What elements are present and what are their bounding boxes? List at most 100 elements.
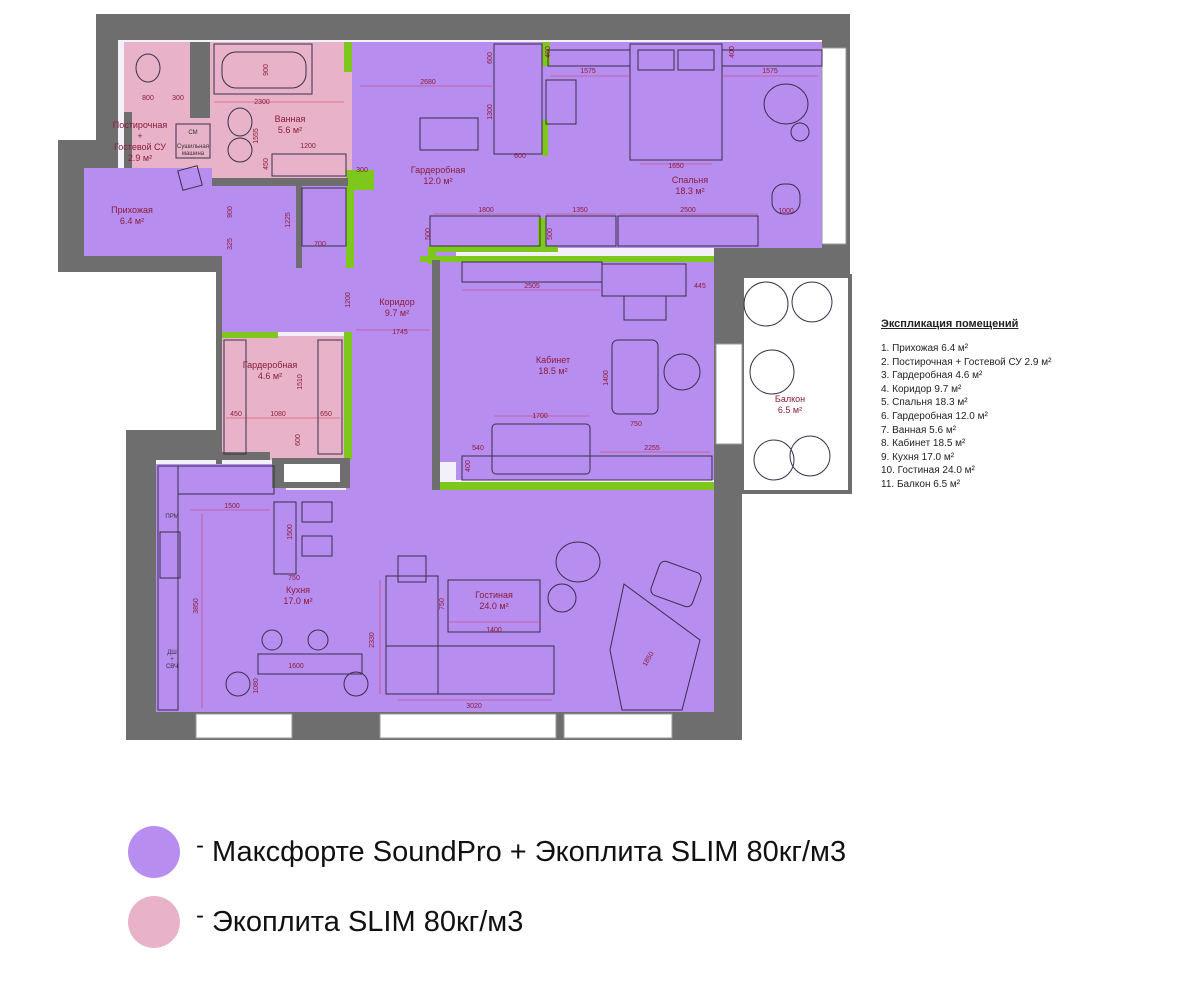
room-corridor-name: Коридор (379, 297, 415, 307)
dimension-lines (190, 75, 818, 708)
explication-item: 2. Постирочная + Гостевой СУ 2.9 м² (881, 356, 1052, 368)
dim-750: 750 (630, 421, 642, 428)
dim-2505: 2505 (524, 283, 540, 290)
room-wardrobe-small-name: Гардеробная (243, 360, 298, 370)
dim-600c: 600 (295, 434, 302, 446)
dim-700: 700 (314, 241, 326, 248)
dim-1225: 1225 (285, 212, 292, 228)
dim-450b: 450 (230, 411, 242, 418)
floor-plan: Прихожая 6.4 м² Постирочная + Гостевой С… (58, 14, 852, 740)
room-bedroom-name: Спальня (672, 175, 708, 185)
dim-750b: 750 (288, 575, 300, 582)
room-guest-wc-area: 2.9 м² (128, 153, 152, 163)
dim-600b: 600 (514, 153, 526, 160)
dim-1745: 1745 (392, 329, 408, 336)
dim-445: 445 (694, 283, 706, 290)
dim-800: 800 (142, 95, 154, 102)
dim-1000: 1000 (778, 208, 794, 215)
dim-325: 325 (227, 238, 234, 250)
dim-1200b: 1200 (345, 292, 352, 308)
dw-label-1: ДШ (167, 650, 177, 656)
dimension-labels: 800 300 900 2300 1555 1200 450 300 2680 … (142, 46, 794, 710)
dim-1300: 1300 (487, 104, 494, 120)
dim-500b: 500 (547, 228, 554, 240)
furniture (135, 43, 833, 711)
dim-600: 600 (487, 52, 494, 64)
dim-900: 900 (263, 64, 270, 76)
niche (284, 464, 340, 482)
dw-label-2: + (170, 657, 174, 663)
room-explication: Экспликация помещений 1. Прихожая 6.4 м²… (881, 318, 1181, 492)
fridge-label: ПРМ (165, 514, 178, 520)
room-study-area: 18.5 м² (538, 366, 567, 376)
explication-item: 7. Ванная 5.6 м² (881, 424, 957, 436)
dim-750c: 750 (439, 598, 446, 610)
room-study-name: Кабинет (536, 355, 570, 365)
room-guest-wc-name-1: Постирочная (113, 120, 168, 130)
dim-300b: 300 (356, 167, 368, 174)
dim-1350: 1350 (572, 207, 588, 214)
dim-540: 540 (472, 445, 484, 452)
explication-item: 1. Прихожая 6.4 м² (881, 343, 969, 354)
explication-item: 11. Балкон 6.5 м² (881, 478, 961, 490)
room-guest-wc-name-2: + (137, 131, 142, 141)
room-bathroom-name: Ванная (275, 114, 306, 124)
room-labels: Прихожая 6.4 м² Постирочная + Гостевой С… (111, 114, 805, 611)
dw-label-3: СВЧ (166, 664, 178, 670)
balcony-area (740, 274, 852, 494)
dim-3850: 3850 (193, 598, 200, 614)
explication-item: 8. Кабинет 18.5 м² (881, 438, 966, 450)
dim-1800: 1800 (478, 207, 494, 214)
dim-1080: 1080 (270, 411, 286, 418)
dim-1500: 1500 (224, 503, 240, 510)
room-balcony-name: Балкон (775, 394, 805, 404)
room-kitchen-name: Кухня (286, 585, 310, 595)
dim-1200: 1200 (300, 143, 316, 150)
dim-650: 650 (320, 411, 332, 418)
dim-2500: 2500 (680, 207, 696, 214)
room-wardrobe-big-area: 12.0 м² (423, 176, 452, 186)
dim-1650: 1650 (668, 163, 684, 170)
explication-item: 3. Гардеробная 4.6 м² (881, 370, 983, 382)
explication-item: 6. Гардеробная 12.0 м² (881, 410, 988, 422)
legend-dash: - (196, 902, 204, 929)
dim-450: 450 (263, 158, 270, 170)
explication-title: Экспликация помещений (881, 318, 1019, 330)
dim-400a: 400 (545, 46, 552, 58)
dryer-label-1: Сушильная (177, 144, 209, 150)
dim-1700: 1700 (532, 413, 548, 420)
dim-1400: 1400 (603, 370, 610, 386)
explication-item: 9. Кухня 17.0 м² (881, 451, 955, 463)
dim-1080b: 1080 (253, 678, 260, 694)
room-wardrobe-big-name: Гардеробная (411, 165, 466, 175)
dim-1600: 1600 (288, 663, 304, 670)
legend-dash: - (196, 832, 204, 859)
room-balcony-area: 6.5 м² (778, 405, 802, 415)
room-bathroom-area: 5.6 м² (278, 125, 302, 135)
dim-500a: 500 (425, 228, 432, 240)
dim-2680: 2680 (420, 79, 436, 86)
dryer-label-2: машина (182, 151, 205, 157)
washer-label: СМ (188, 130, 197, 136)
dim-400c: 400 (465, 460, 472, 472)
room-guest-wc-name-3: Гостевой СУ (114, 142, 166, 152)
room-kitchen-area: 17.0 м² (283, 596, 312, 606)
windows (195, 47, 847, 739)
room-wardrobe-small-area: 4.6 м² (258, 371, 282, 381)
dim-3020: 3020 (466, 703, 482, 710)
dim-400b: 400 (729, 46, 736, 58)
dim-2300: 2300 (254, 99, 270, 106)
appliance-labels: СМ Сушильная машина ПРМ ДШ + СВЧ (165, 130, 209, 670)
explication-list: 1. Прихожая 6.4 м² 2. Постирочная + Гост… (881, 342, 1181, 492)
zone-secondary (124, 42, 352, 460)
explication-item: 5. Спальня 18.3 м² (881, 397, 968, 409)
dim-1400b: 1400 (486, 627, 502, 634)
dim-1575a: 1575 (580, 68, 596, 75)
room-corridor-area: 9.7 м² (385, 308, 409, 318)
room-bedroom-area: 18.3 м² (675, 186, 704, 196)
legend-text-secondary: Экоплита SLIM 80кг/м3 (212, 906, 524, 938)
dim-1510: 1510 (297, 374, 304, 390)
dim-1500b: 1500 (287, 524, 294, 540)
explication-item: 4. Коридор 9.7 м² (881, 383, 962, 395)
